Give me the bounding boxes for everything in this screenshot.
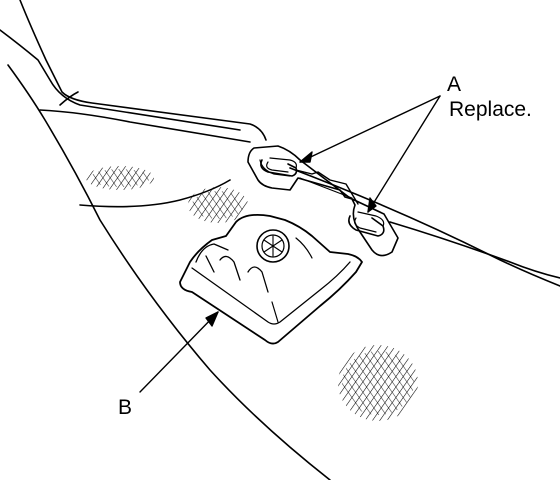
leader-lines [139, 95, 441, 393]
carpet-texture [86, 166, 418, 421]
clip-wire [295, 169, 359, 205]
clip-a-left [260, 157, 298, 177]
callout-a-note: Replace. [449, 98, 532, 121]
retainer-b [179, 213, 363, 345]
clip-a-right [348, 211, 385, 237]
callout-b-letter: B [118, 396, 133, 419]
callout-a-letter: A [447, 73, 462, 96]
